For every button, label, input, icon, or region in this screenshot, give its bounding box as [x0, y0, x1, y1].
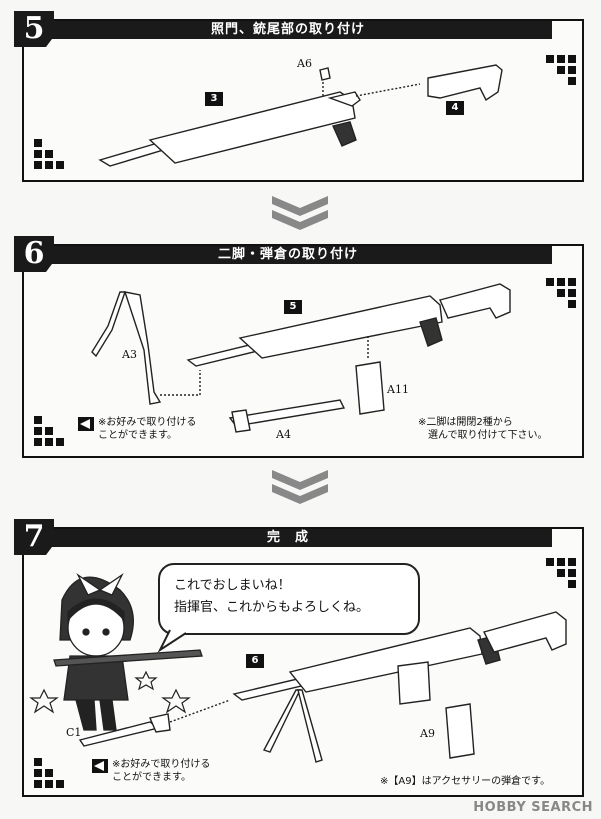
watermark: HOBBY SEARCH — [473, 800, 593, 815]
mascot-character-icon — [54, 575, 202, 730]
